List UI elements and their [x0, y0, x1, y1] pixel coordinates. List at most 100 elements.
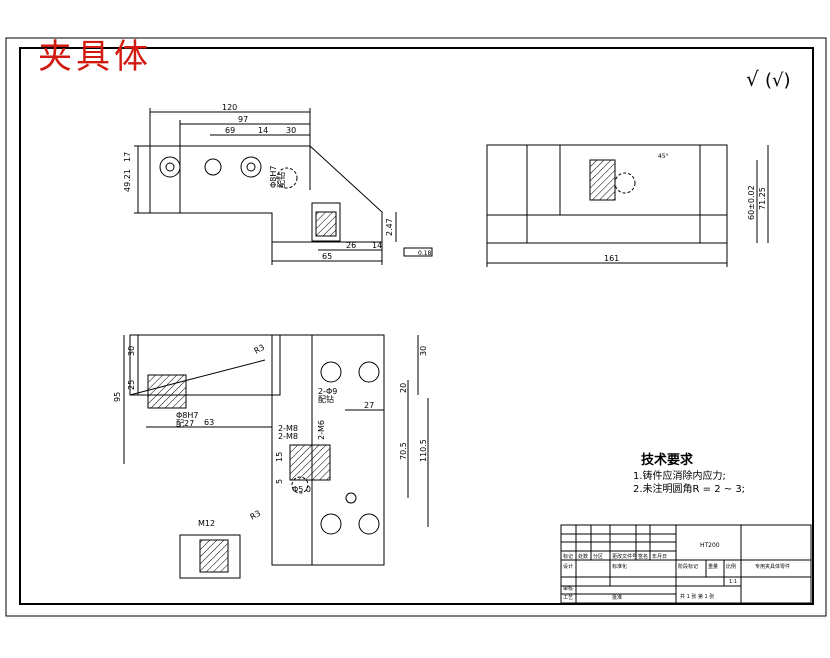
svg-text:配钻: 配钻	[276, 172, 286, 188]
bottom-lower-insert	[179, 534, 241, 579]
svg-text:14: 14	[372, 241, 382, 250]
svg-text:2-M8: 2-M8	[278, 432, 298, 441]
svg-text:分区: 分区	[593, 553, 603, 560]
svg-text:M12: M12	[198, 519, 215, 528]
svg-text:30: 30	[127, 346, 136, 356]
svg-text:配27: 配27	[176, 419, 194, 428]
svg-text:R3: R3	[253, 343, 267, 356]
svg-text:15: 15	[275, 452, 284, 462]
flatness-box	[403, 247, 433, 257]
page-title: 夹具体	[38, 37, 152, 77]
top-left-hole-2	[204, 158, 222, 176]
bottom-hole-1	[320, 361, 342, 383]
tb-drawing-no: 专用夹具体零件	[755, 563, 790, 570]
svg-text:161: 161	[604, 254, 619, 263]
svg-text:年月日: 年月日	[652, 553, 667, 560]
bottom-wedge-outline	[129, 334, 281, 396]
svg-text:2.47: 2.47	[385, 218, 394, 236]
svg-text:审核: 审核	[563, 585, 573, 592]
title-block-text: HT200 专用夹具体零件 1:1 共 1 张 第 1 张 标记 处数 分区 更…	[563, 542, 790, 601]
svg-text:45°: 45°	[658, 153, 669, 160]
svg-text:71.25: 71.25	[758, 187, 767, 210]
tech-req-item-1: 1.铸件应消除内应力;	[633, 469, 726, 482]
svg-text:Φ8H7: Φ8H7	[176, 411, 199, 420]
svg-text:2-Φ9: 2-Φ9	[318, 387, 337, 396]
svg-text:√: √	[746, 67, 759, 91]
inner-border	[19, 47, 814, 605]
svg-text:Φ5.0: Φ5.0	[292, 485, 311, 494]
svg-text:批准: 批准	[612, 594, 622, 601]
svg-text:30: 30	[286, 126, 296, 135]
svg-text:17: 17	[123, 152, 132, 162]
svg-text:处数: 处数	[578, 553, 588, 560]
svg-text:阶段标记: 阶段标记	[678, 563, 698, 570]
top-left-hole-3	[240, 156, 262, 178]
svg-text:97: 97	[238, 115, 248, 124]
svg-text:95: 95	[113, 392, 122, 402]
outer-border	[5, 37, 827, 617]
top-right-section	[589, 159, 616, 201]
top-left-view	[134, 108, 433, 265]
svg-text:更改文件号: 更改文件号	[612, 553, 637, 560]
svg-text:49.21: 49.21	[123, 169, 132, 192]
svg-text:Φ8H7: Φ8H7	[269, 166, 278, 189]
svg-text:标记: 标记	[563, 553, 573, 560]
svg-text:标准化: 标准化	[612, 563, 627, 570]
top-left-body-outline	[149, 145, 383, 243]
top-right-hole	[614, 172, 636, 194]
top-left-hatch	[315, 211, 337, 237]
bottom-hole-5	[358, 513, 380, 535]
svg-text:70.5: 70.5	[399, 442, 408, 460]
svg-text:设计: 设计	[563, 563, 573, 570]
svg-text:25: 25	[127, 380, 136, 390]
svg-text:60±0.02: 60±0.02	[747, 185, 756, 220]
bottom-left-section	[147, 374, 187, 409]
tb-material: HT200	[700, 542, 720, 549]
svg-text:重量: 重量	[708, 563, 718, 570]
bottom-view	[123, 334, 429, 579]
surface-finish-symbol: √ (√)	[746, 67, 791, 91]
svg-text:签名: 签名	[638, 553, 648, 560]
top-right-body-outline	[486, 144, 728, 244]
top-left-hole-4	[276, 167, 298, 189]
svg-text:69: 69	[225, 126, 235, 135]
top-right-labels: 161 60±0.02 71.25 45°	[604, 153, 767, 263]
top-left-labels: 120 97 69 14 30 17 49.21 26 14 65 2.47 Φ…	[123, 103, 432, 261]
svg-text:比例: 比例	[726, 563, 736, 570]
svg-text:14: 14	[258, 126, 268, 135]
bottom-hole-2	[358, 361, 380, 383]
top-left-hole-1	[159, 156, 181, 178]
top-left-hole-3-inner	[246, 162, 256, 172]
svg-text:工艺: 工艺	[563, 595, 573, 601]
bottom-hole-4	[320, 513, 342, 535]
svg-text:(√): (√)	[765, 70, 791, 91]
svg-text:0.18: 0.18	[418, 250, 432, 257]
svg-text:110.5: 110.5	[419, 439, 428, 462]
svg-text:27: 27	[364, 401, 374, 410]
svg-text:配钻: 配钻	[318, 394, 334, 404]
tb-scale: 1:1	[729, 579, 737, 585]
bottom-hole-3	[345, 492, 357, 504]
svg-text:26: 26	[346, 241, 356, 250]
title-block	[560, 524, 812, 604]
top-left-section	[311, 202, 341, 242]
title-block-outline	[560, 524, 812, 604]
svg-text:5: 5	[275, 479, 284, 484]
svg-text:R3: R3	[249, 509, 263, 522]
top-right-view	[486, 144, 769, 267]
svg-text:65: 65	[322, 252, 332, 261]
technical-requirements: 技术要求 1.铸件应消除内应力; 2.未注明圆角R = 2 ~ 3;	[633, 452, 745, 495]
bottom-labels: 30 25 95 30 20 27 70.5 110.5 63 15 5 R3 …	[113, 343, 428, 528]
tb-sheet: 共 1 张 第 1 张	[680, 593, 714, 600]
svg-text:2-M8: 2-M8	[278, 424, 298, 433]
svg-text:2-M6: 2-M6	[317, 420, 326, 440]
top-left-hole-1-inner	[165, 162, 175, 172]
svg-text:20: 20	[399, 383, 408, 393]
bottom-center-section	[289, 444, 331, 481]
tech-req-heading: 技术要求	[641, 452, 694, 468]
tech-req-item-2: 2.未注明圆角R = 2 ~ 3;	[633, 482, 745, 495]
svg-text:120: 120	[222, 103, 237, 112]
svg-text:30: 30	[419, 346, 428, 356]
